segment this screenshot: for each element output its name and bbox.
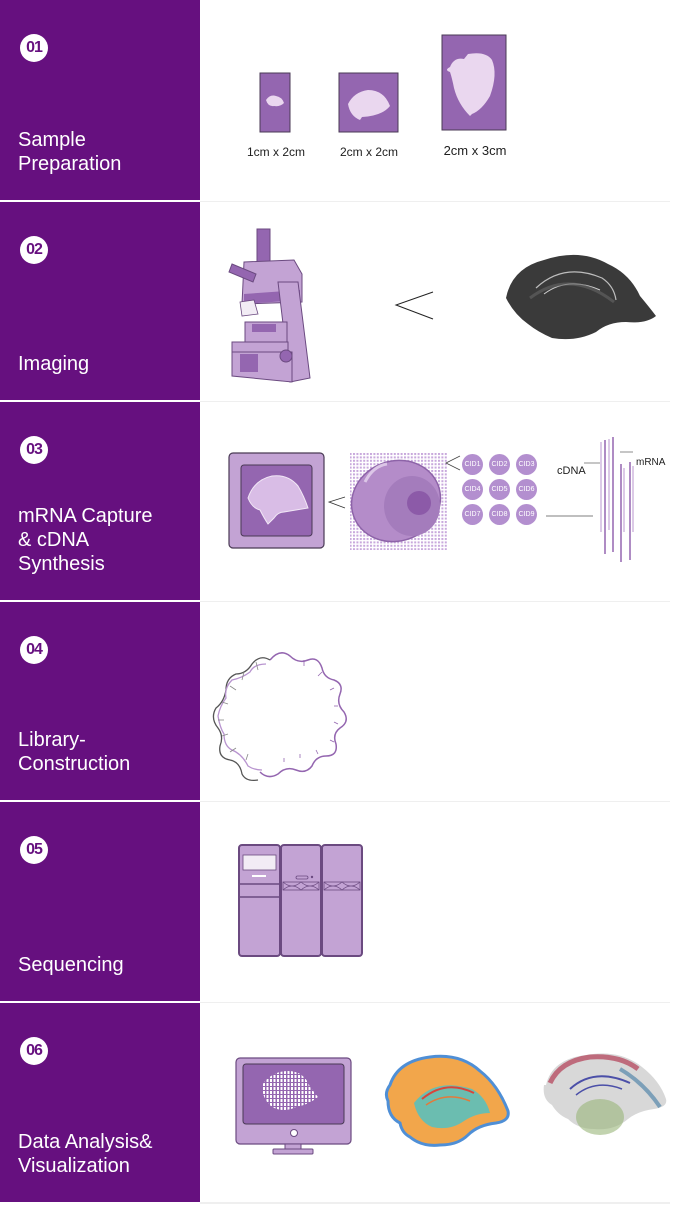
step-sample-preparation: 01 Sample Preparation 1cm x 2cm 2cm x 2c…	[0, 0, 675, 200]
step-panel: 03 mRNA Capture & cDNA Synthesis	[0, 402, 200, 600]
divider	[0, 400, 200, 402]
step-title: Imaging	[18, 353, 90, 375]
library-illustration	[200, 602, 675, 800]
step-mrna-capture: 03 mRNA Capture & cDNA Synthesis	[0, 402, 675, 600]
tissue-slides-icon	[259, 34, 507, 133]
size-label: 2cm x 2cm	[339, 145, 398, 159]
divider	[200, 1202, 670, 1204]
capture-chip-icon	[228, 437, 634, 562]
step-panel: 01 Sample Preparation	[0, 0, 200, 200]
step-panel: 06 Data Analysis& Visualization	[0, 1003, 200, 1202]
size-label: 1cm x 2cm	[246, 145, 305, 159]
divider	[0, 1001, 200, 1003]
monitor-and-maps-icon	[235, 1053, 667, 1155]
cid-barcode: CID3	[516, 454, 537, 475]
step-title: Data Analysis& Visualization	[18, 1131, 153, 1177]
step-number-badge: 02	[20, 236, 48, 264]
step-panel: 05 Sequencing	[0, 802, 200, 1001]
cid-barcode: CID8	[489, 504, 510, 525]
step-number-badge: 06	[20, 1037, 48, 1065]
tissue-slide-sizes-illustration: 1cm x 2cm 2cm x 2cm 2cm x 3cm	[200, 0, 675, 200]
sequencing-illustration	[200, 802, 675, 1001]
step-title: Library- Construction	[18, 729, 131, 775]
cid-barcode: CID7	[462, 504, 483, 525]
cid-barcode: CID6	[516, 479, 537, 500]
cid-barcode: CID9	[516, 504, 537, 525]
step-panel: 04 Library- Construction	[0, 602, 200, 800]
divider	[0, 800, 200, 802]
step-number-badge: 05	[20, 836, 48, 864]
circular-dna-icon	[212, 652, 347, 782]
step-imaging: 02 Imaging	[0, 202, 675, 400]
capture-illustration: CID1 CID2 CID3 CID4 CID5 CID6 CID7 CID8 …	[200, 402, 675, 600]
step-library-construction: 04 Library- Construction	[0, 602, 675, 800]
cdna-label: cDNA	[557, 465, 586, 477]
step-title: Sequencing	[18, 954, 124, 976]
sequencer-icon	[238, 844, 363, 957]
cid-barcode: CID2	[489, 454, 510, 475]
microscope-icon	[228, 228, 656, 383]
step-panel: 02 Imaging	[0, 202, 200, 400]
step-number-badge: 03	[20, 436, 48, 464]
size-label: 2cm x 3cm	[443, 143, 507, 158]
divider	[0, 600, 200, 602]
data-analysis-illustration	[200, 1003, 675, 1202]
step-data-analysis: 06 Data Analysis& Visualization	[0, 1003, 675, 1202]
mrna-label: mRNA	[636, 457, 666, 468]
divider	[0, 200, 200, 202]
step-number-badge: 04	[20, 636, 48, 664]
cid-barcode: CID5	[489, 479, 510, 500]
step-title: Sample Preparation	[18, 129, 122, 175]
imaging-illustration	[200, 202, 675, 400]
cid-barcode: CID4	[462, 479, 483, 500]
step-title: mRNA Capture & cDNA Synthesis	[18, 505, 153, 575]
step-sequencing: 05 Sequencing	[0, 802, 675, 1001]
cid-barcode: CID1	[462, 454, 483, 475]
step-number-badge: 01	[20, 34, 48, 62]
